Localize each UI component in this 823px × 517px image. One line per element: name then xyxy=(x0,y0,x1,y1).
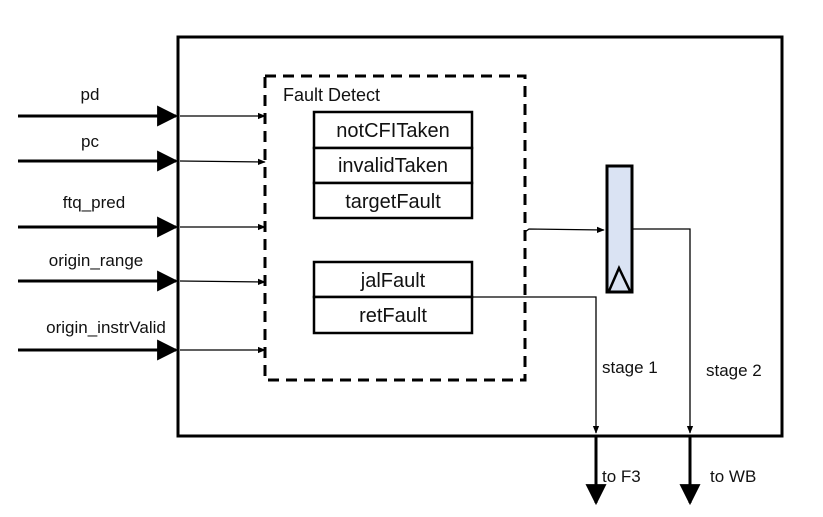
check-group-1: notCFITaken invalidTaken targetFault xyxy=(312,110,474,220)
stage2-label: stage 2 xyxy=(706,361,762,380)
check-label-retfault: retFault xyxy=(359,305,427,327)
input-wire-pc-inner xyxy=(179,158,266,166)
check-label-notcfitaken: notCFITaken xyxy=(336,120,449,142)
input-signals: pd pc ftq_pred origin_range origin_instr… xyxy=(18,85,266,361)
check-group-2: jalFault retFault xyxy=(312,260,474,335)
pipeline-register xyxy=(605,164,634,294)
check-label-jalfault: jalFault xyxy=(360,270,426,292)
input-label-pd: pd xyxy=(81,85,100,104)
input-label-origin-instrvalid: origin_instrValid xyxy=(46,318,166,337)
input-label-pc: pc xyxy=(81,132,99,151)
check-label-targetfault: targetFault xyxy=(345,191,441,213)
stage1-label: stage 1 xyxy=(602,358,658,377)
output-label-to-wb: to WB xyxy=(710,467,756,486)
wire-to-register xyxy=(524,226,605,234)
check-box-targetfault xyxy=(312,181,474,220)
fault-detect-title: Fault Detect xyxy=(283,85,380,105)
check-box-notcfitaken xyxy=(312,110,474,150)
stage2-wire xyxy=(632,228,694,434)
check-box-retfault xyxy=(312,295,474,335)
input-wire-origin-range-inner xyxy=(179,278,266,286)
stage1-wire xyxy=(472,296,600,434)
module-box xyxy=(176,35,784,438)
clock-triangle-icon xyxy=(607,264,632,292)
check-label-invalidtaken: invalidTaken xyxy=(338,155,448,177)
input-label-origin-range: origin_range xyxy=(49,251,144,270)
output-label-to-f3: to F3 xyxy=(602,467,641,486)
input-label-ftq-pred: ftq_pred xyxy=(63,193,125,212)
